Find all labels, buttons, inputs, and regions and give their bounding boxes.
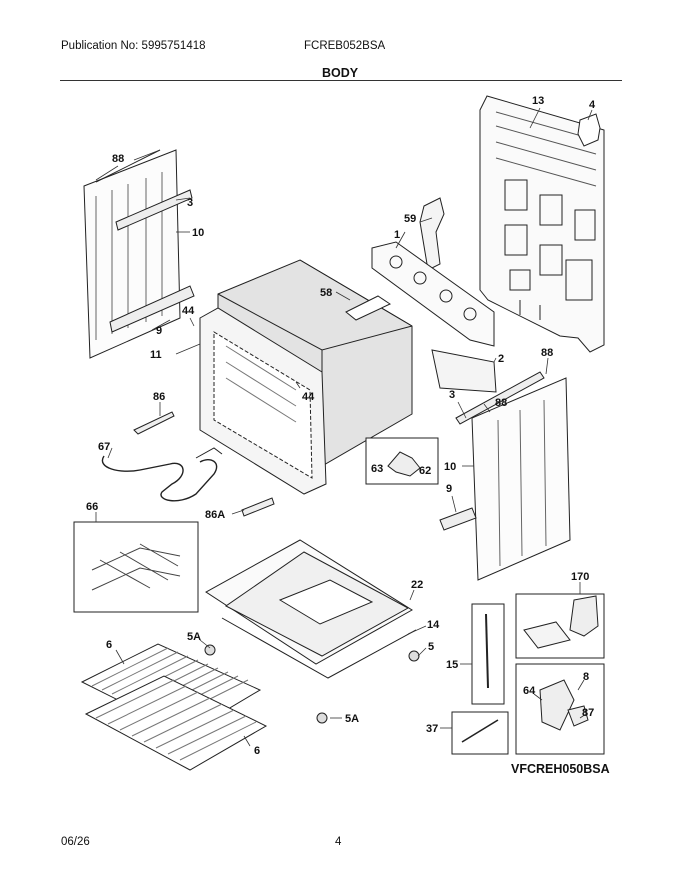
duct-part-59: [419, 197, 445, 271]
probe-part-86a: [241, 497, 275, 517]
callout-8: 8: [583, 671, 589, 683]
bracket-part-4: [577, 113, 601, 147]
callout-63: 63: [371, 463, 383, 475]
callout-62: 62: [419, 465, 431, 477]
page-number: 4: [335, 836, 342, 848]
callout-10-right: 10: [444, 461, 456, 473]
callout-170: 170: [571, 571, 589, 583]
rail-right: [455, 371, 545, 425]
callout-67: 67: [98, 441, 110, 453]
callout-9-left: 9: [156, 325, 162, 337]
callout-37: 37: [426, 723, 438, 735]
left-side-panel: [83, 149, 195, 359]
leveling-foot-5: [408, 650, 420, 662]
callout-3-right: 3: [449, 389, 455, 401]
callout-88-right: 88: [495, 397, 507, 409]
callout-86: 86: [153, 391, 165, 403]
oven-rack-lower: [84, 675, 268, 771]
model-number: FCREB052BSA: [304, 40, 386, 52]
back-panel: [479, 95, 605, 353]
callout-2: 2: [498, 353, 504, 365]
kit-code-label: VFCREH050BSA: [511, 762, 610, 776]
callout-59: 59: [404, 213, 416, 225]
callout-1: 1: [394, 229, 400, 241]
control-panel-frame: [371, 241, 495, 347]
callout-58: 58: [320, 287, 332, 299]
oven-bottom: [205, 539, 417, 679]
probe-part-86: [133, 411, 175, 435]
callout-15: 15: [446, 659, 458, 671]
callout-4: 4: [589, 99, 596, 111]
bake-element: [101, 447, 223, 502]
bracket-part-2: [431, 349, 497, 393]
callout-66: 66: [86, 501, 98, 513]
callout-13: 13: [532, 95, 544, 107]
callout-44-cavity: 44: [302, 391, 315, 403]
leveling-foot-5a-bottom: [316, 712, 328, 724]
callout-5a-bottom: 5A: [345, 713, 359, 725]
callout-6-upper: 6: [106, 639, 112, 651]
callout-9-right: 9: [446, 483, 452, 495]
header-rule: [60, 80, 622, 81]
callout-88-left: 88: [112, 153, 124, 165]
callout-88-right-top: 88: [541, 347, 553, 359]
callout-14: 14: [427, 619, 440, 631]
callout-6-lower: 6: [254, 745, 260, 757]
callout-87: 87: [582, 707, 594, 719]
right-side-panel: [439, 377, 571, 581]
broil-element-box: [73, 521, 199, 613]
publication-number: Publication No: 5995751418: [61, 40, 206, 52]
callout-22: 22: [411, 579, 423, 591]
callout-3-left: 3: [187, 197, 193, 209]
callout-5: 5: [428, 641, 434, 653]
callout-44-left: 44: [182, 305, 195, 317]
part-37-box: [451, 711, 509, 755]
leveling-foot-5a-left: [204, 644, 216, 656]
section-title: BODY: [321, 66, 359, 80]
front-frame: [199, 307, 327, 495]
callout-10-left: 10: [192, 227, 204, 239]
callout-86a: 86A: [205, 509, 225, 521]
callout-5a-left: 5A: [187, 631, 201, 643]
callout-64: 64: [523, 685, 536, 697]
footer-date: 06/26: [61, 836, 90, 848]
callout-11: 11: [150, 349, 162, 361]
